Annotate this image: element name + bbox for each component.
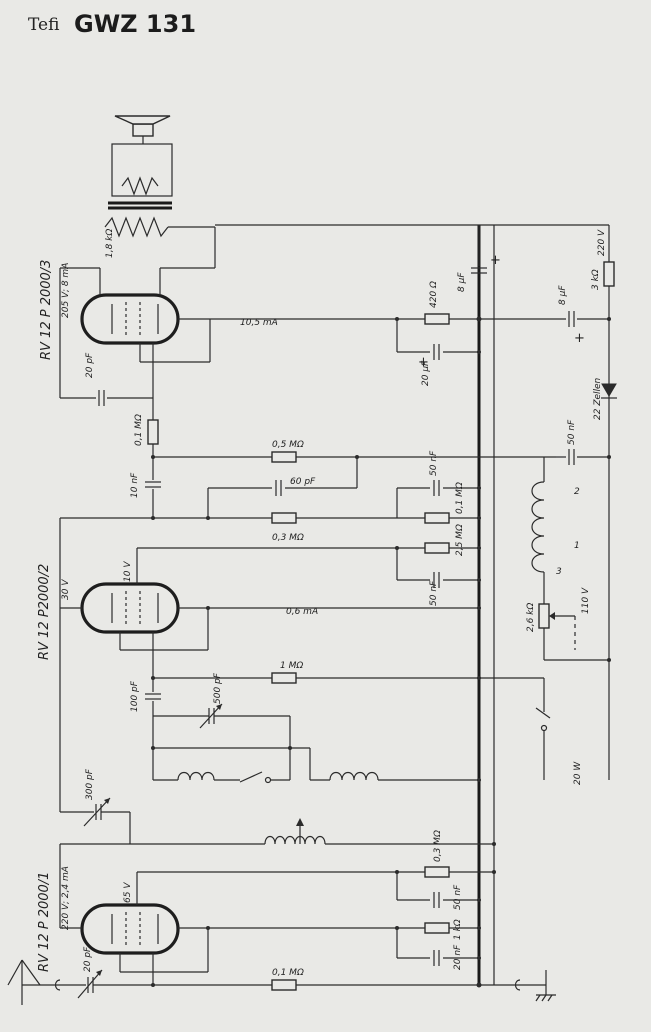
voltage-220: 220 V <box>597 229 607 256</box>
res-03-mid <box>271 512 297 524</box>
grid-res-1-label: 0,1 MΩ <box>134 414 144 446</box>
feedback-coil <box>264 835 326 845</box>
plus-mark-2: + <box>418 355 429 370</box>
cap-20uf-label: 20 µF <box>421 360 431 386</box>
cap-8uf-right <box>568 311 575 327</box>
load-res-label: 1,8 kΩ <box>105 229 115 258</box>
tube-2-supply-left: 30 V <box>61 579 71 600</box>
cap-50a-label: 50 nF <box>429 450 439 476</box>
res-03-bottom-label: 0,3 MΩ <box>433 830 443 862</box>
power-label: 20 W <box>573 761 583 785</box>
tube-1-supply-right: 65 V <box>123 882 133 903</box>
variable-cap-300-label: 300 pF <box>85 768 95 800</box>
res-420-label: 420 Ω <box>429 281 439 308</box>
cap-20nf <box>433 950 440 966</box>
tube-2 <box>80 582 180 634</box>
model-title: GWZ 131 <box>74 10 196 38</box>
coil-pin-1: 1 <box>574 541 580 551</box>
ground-icon <box>535 970 556 1002</box>
tube-2-type: RV 12 P2000/2 <box>37 564 52 660</box>
coupling-cap-1 <box>145 481 161 488</box>
tube-1 <box>80 903 180 955</box>
res-3k <box>603 261 615 287</box>
variable-cap-500-label: 500 pF <box>213 672 223 704</box>
cap-50b-label: 50 nF <box>429 580 439 606</box>
cap-20nf-label: 20 nF <box>453 944 463 970</box>
res-3k-label: 3 kΩ <box>591 269 601 290</box>
cap-20uf <box>433 344 440 360</box>
brand-label: Tefi <box>28 15 59 35</box>
tube-1-type: RV 12 P 2000/1 <box>37 872 52 972</box>
coil-right <box>329 771 379 781</box>
res-01-mid <box>424 512 450 524</box>
res-1k-label: 1 kΩ <box>453 919 463 940</box>
grid-res-1 <box>147 419 159 445</box>
res-05 <box>271 451 297 463</box>
cap-8uf-right-label: 8 µF <box>558 285 568 305</box>
coupling-cap-1-label: 10 nF <box>130 472 140 498</box>
antenna-cap <box>77 969 103 999</box>
coil-pin-3: 3 <box>556 567 562 577</box>
loudspeaker <box>111 115 173 197</box>
res-03-bottom <box>424 866 450 878</box>
antenna-cap-label: 20 pF <box>83 946 93 972</box>
grid-cap-1 <box>98 390 105 406</box>
cap-60-label: 60 pF <box>290 477 316 487</box>
res-03-mid-label: 0,3 MΩ <box>272 533 304 543</box>
voltage-110: 110 V <box>581 587 591 614</box>
heater-coil <box>531 481 545 573</box>
antenna-icon <box>7 959 41 1005</box>
cap-50a <box>433 480 440 496</box>
plus-mark-3: + <box>574 331 585 346</box>
cells-label: 22 Zellen <box>593 377 603 420</box>
speaker-voice-coil <box>121 176 159 196</box>
cap-8uf-top <box>471 267 487 274</box>
band-switch <box>239 771 263 783</box>
res-420 <box>424 313 450 325</box>
res-1k <box>424 922 450 934</box>
antenna-res <box>271 979 297 991</box>
current-label-1: 10,5 mA <box>240 318 278 328</box>
tube-3-supply: 205 V; 8 mA <box>61 263 71 318</box>
variable-cap-300 <box>83 797 111 827</box>
res-25 <box>424 542 450 554</box>
pot-26-label: 2,6 kΩ <box>526 603 536 632</box>
res-25-label: 2,5 MΩ <box>455 524 465 556</box>
coil-pin-2: 2 <box>574 487 580 497</box>
tube-1-supply-left: 220 V; 2,4 mA <box>61 866 71 930</box>
cap-50-bottom <box>433 892 440 908</box>
res-1m <box>271 672 297 684</box>
pot-26 <box>538 603 550 629</box>
tube-3-type: RV 12 P 2000/3 <box>39 260 54 360</box>
rectifier-diode <box>601 383 617 399</box>
cap-100-label: 100 pF <box>130 680 140 712</box>
cap-100 <box>145 693 161 700</box>
transformer-primary <box>104 216 215 238</box>
grid-cap-1-label: 20 pF <box>85 352 95 378</box>
antenna-res-label: 0,1 MΩ <box>272 968 304 978</box>
cap-50-bottom-label: 50 nF <box>453 884 463 910</box>
coil-left <box>177 771 215 781</box>
tube-3 <box>80 293 180 345</box>
plus-mark-1: + <box>490 253 501 268</box>
cap-50nf-right <box>568 449 575 465</box>
cap-60 <box>275 480 282 496</box>
cap-50b <box>433 572 440 588</box>
res-01-mid-label: 0,1 MΩ <box>455 482 465 514</box>
current-label-2: 0,6 mA <box>286 607 318 617</box>
res-1m-label: 1 MΩ <box>280 661 303 671</box>
cap-50nf-right-label: 50 nF <box>567 419 577 445</box>
tube-2-supply-right: 10 V <box>123 561 133 582</box>
res-05-label: 0,5 MΩ <box>272 440 304 450</box>
cap-8uf-top-label: 8 µF <box>457 272 467 292</box>
